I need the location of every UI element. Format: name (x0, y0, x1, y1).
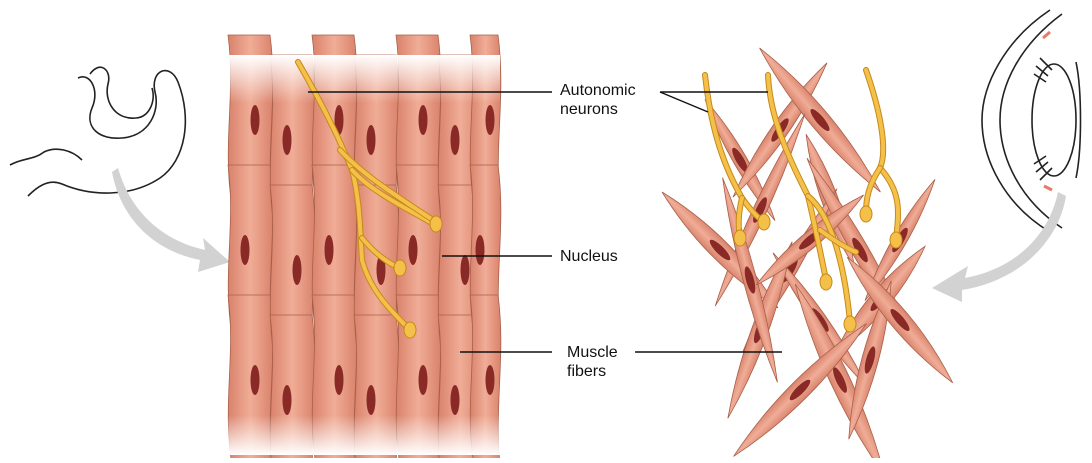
nucleus-label: Nucleus (560, 248, 618, 265)
autonomic-neurons-right (702, 67, 903, 333)
spindle-fiber (733, 323, 867, 457)
label-line: Autonomic (560, 82, 636, 99)
label-line: Muscle (567, 344, 618, 361)
label-line: fibers (567, 363, 607, 380)
spindle-nucleus (709, 239, 731, 261)
neuron-axon (296, 60, 412, 332)
eye-outline-icon (981, 9, 1082, 233)
spindle-nucleus (852, 237, 868, 263)
muscle-fibers-label: Muscle fibers (567, 343, 618, 381)
neuron-axon (703, 73, 766, 224)
spindle-fiber (794, 283, 886, 463)
neuron-axon (818, 228, 858, 254)
spindle-nucleus (732, 147, 748, 173)
neuron-terminal (393, 259, 407, 277)
spindle-nucleus (810, 108, 830, 132)
autonomic-neurons-left (295, 59, 443, 339)
leader-lines (308, 91, 782, 353)
neuron-axon (350, 168, 432, 224)
neuron-terminal (843, 315, 857, 333)
autonomic-neurons-label: Autonomic neurons (560, 81, 636, 119)
autonomic-leader-right-b (659, 91, 709, 113)
spindle-fiber (704, 99, 776, 221)
spindle-nucleus (864, 346, 876, 374)
neuron-terminal (819, 273, 833, 291)
neuron-terminal (757, 213, 771, 231)
neuron-terminal (733, 229, 747, 247)
eye-muscle-highlight (1042, 30, 1053, 192)
spindle-nucleus (744, 266, 756, 294)
neuron-terminal (889, 231, 903, 249)
spindle-fiber (846, 256, 954, 384)
neuron-terminal (859, 205, 873, 223)
neuron-axon (338, 148, 438, 224)
spindle-fiber (759, 47, 881, 193)
label-line: neurons (560, 101, 618, 118)
left-arrow-icon (112, 168, 230, 272)
spindle-nucleus (833, 367, 847, 393)
neuron-terminal (429, 215, 443, 233)
right-arrow-icon (932, 192, 1066, 302)
neuron-terminal (403, 321, 417, 339)
spindle-nucleus (890, 308, 910, 332)
spindle-fiber (848, 280, 892, 440)
spindle-nucleus (789, 379, 811, 401)
muscle-fibers-random (661, 47, 954, 463)
stomach-outline-icon (9, 66, 187, 197)
